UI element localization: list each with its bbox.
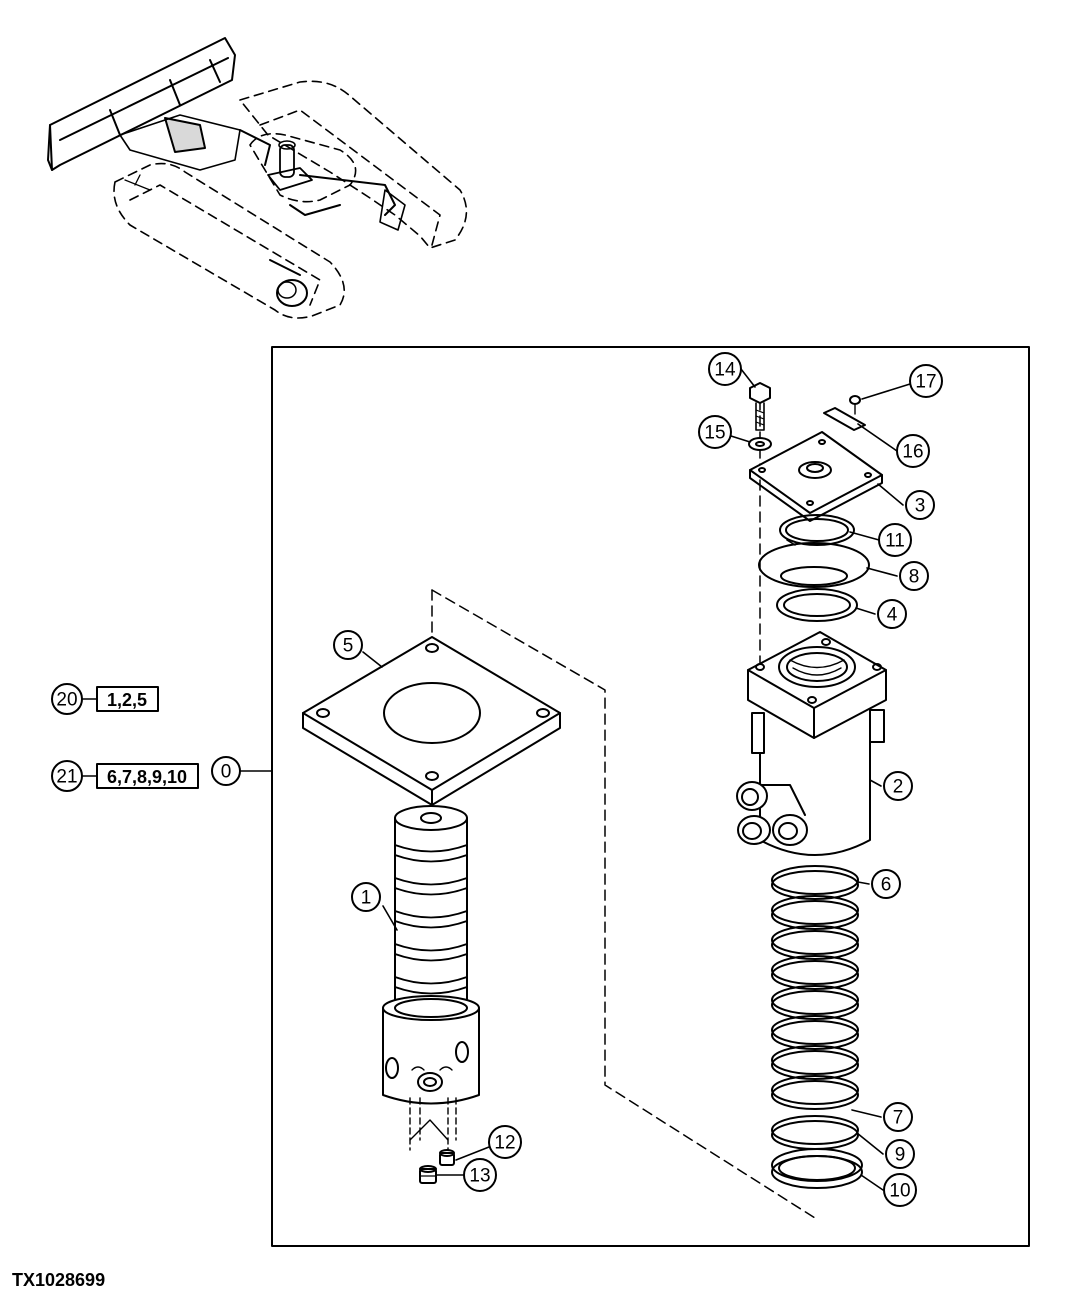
leader-lines <box>239 368 911 1191</box>
svg-text:17: 17 <box>915 372 936 393</box>
assembly-frame <box>271 346 1030 1247</box>
callout-9: 9 <box>885 1139 915 1169</box>
callout-13: 13 <box>463 1158 497 1192</box>
drive-pin <box>849 395 861 415</box>
svg-text:20: 20 <box>56 690 77 711</box>
svg-text:9: 9 <box>895 1145 906 1166</box>
svg-text:6,7,8,9,10: 6,7,8,9,10 <box>107 767 187 787</box>
callout-11: 11 <box>878 523 912 557</box>
callout-3: 3 <box>905 490 935 520</box>
svg-text:4: 4 <box>887 605 898 626</box>
svg-text:14: 14 <box>714 360 736 381</box>
svg-text:8: 8 <box>909 567 920 588</box>
svg-text:21: 21 <box>56 767 77 788</box>
svg-text:0: 0 <box>221 762 232 783</box>
machine-locator-illustration <box>47 37 468 319</box>
svg-text:3: 3 <box>915 496 926 517</box>
svg-text:6: 6 <box>881 875 892 896</box>
housing-group <box>736 382 887 1189</box>
track-frame-outline <box>113 80 468 319</box>
spindle-group <box>302 589 816 1219</box>
callout-15: 15 <box>698 415 732 449</box>
svg-text:11: 11 <box>885 531 905 552</box>
mounting-plate <box>302 636 561 806</box>
svg-text:1: 1 <box>361 888 372 909</box>
svg-text:12: 12 <box>494 1133 515 1154</box>
center-spindle <box>382 805 480 1151</box>
cap-bolt <box>749 382 771 431</box>
callout-8: 8 <box>899 561 929 591</box>
callout-6: 6 <box>871 869 901 899</box>
dust-seal <box>758 542 870 588</box>
svg-text:16: 16 <box>902 442 923 463</box>
callout-14: 14 <box>708 352 742 386</box>
callout-2: 2 <box>883 771 913 801</box>
snap-ring <box>779 514 855 546</box>
svg-text:2: 2 <box>893 777 904 798</box>
callout-17: 17 <box>909 364 943 398</box>
plug-13 <box>419 1165 437 1184</box>
svg-text:7: 7 <box>893 1108 904 1129</box>
svg-text:15: 15 <box>704 423 725 444</box>
kit-21: 21 6,7,8,9,10 <box>51 760 199 792</box>
seal-ring-stack <box>771 865 859 1110</box>
kit-20: 20 1,2,5 <box>51 683 159 715</box>
svg-text:13: 13 <box>469 1166 490 1187</box>
top-cover <box>749 431 883 522</box>
callout-7: 7 <box>883 1102 913 1132</box>
callout-1: 1 <box>351 882 381 912</box>
callout-12: 12 <box>488 1125 522 1159</box>
callout-assembly: 0 <box>211 756 241 786</box>
callout-16: 16 <box>896 434 930 468</box>
plug-12 <box>439 1149 455 1166</box>
svg-text:10: 10 <box>889 1181 910 1202</box>
svg-text:5: 5 <box>343 636 354 657</box>
callout-5: 5 <box>333 630 363 660</box>
callout-4: 4 <box>877 599 907 629</box>
rotor-housing <box>736 631 887 856</box>
o-ring-top <box>776 588 858 622</box>
backup-ring <box>771 1115 859 1150</box>
figure-id: TX1028699 <box>12 1270 106 1290</box>
svg-text:1,2,5: 1,2,5 <box>107 690 147 710</box>
lock-washer <box>748 437 772 451</box>
callout-10: 10 <box>883 1173 917 1207</box>
name-plate <box>823 407 866 431</box>
bottom-seal-ring <box>771 1148 863 1189</box>
